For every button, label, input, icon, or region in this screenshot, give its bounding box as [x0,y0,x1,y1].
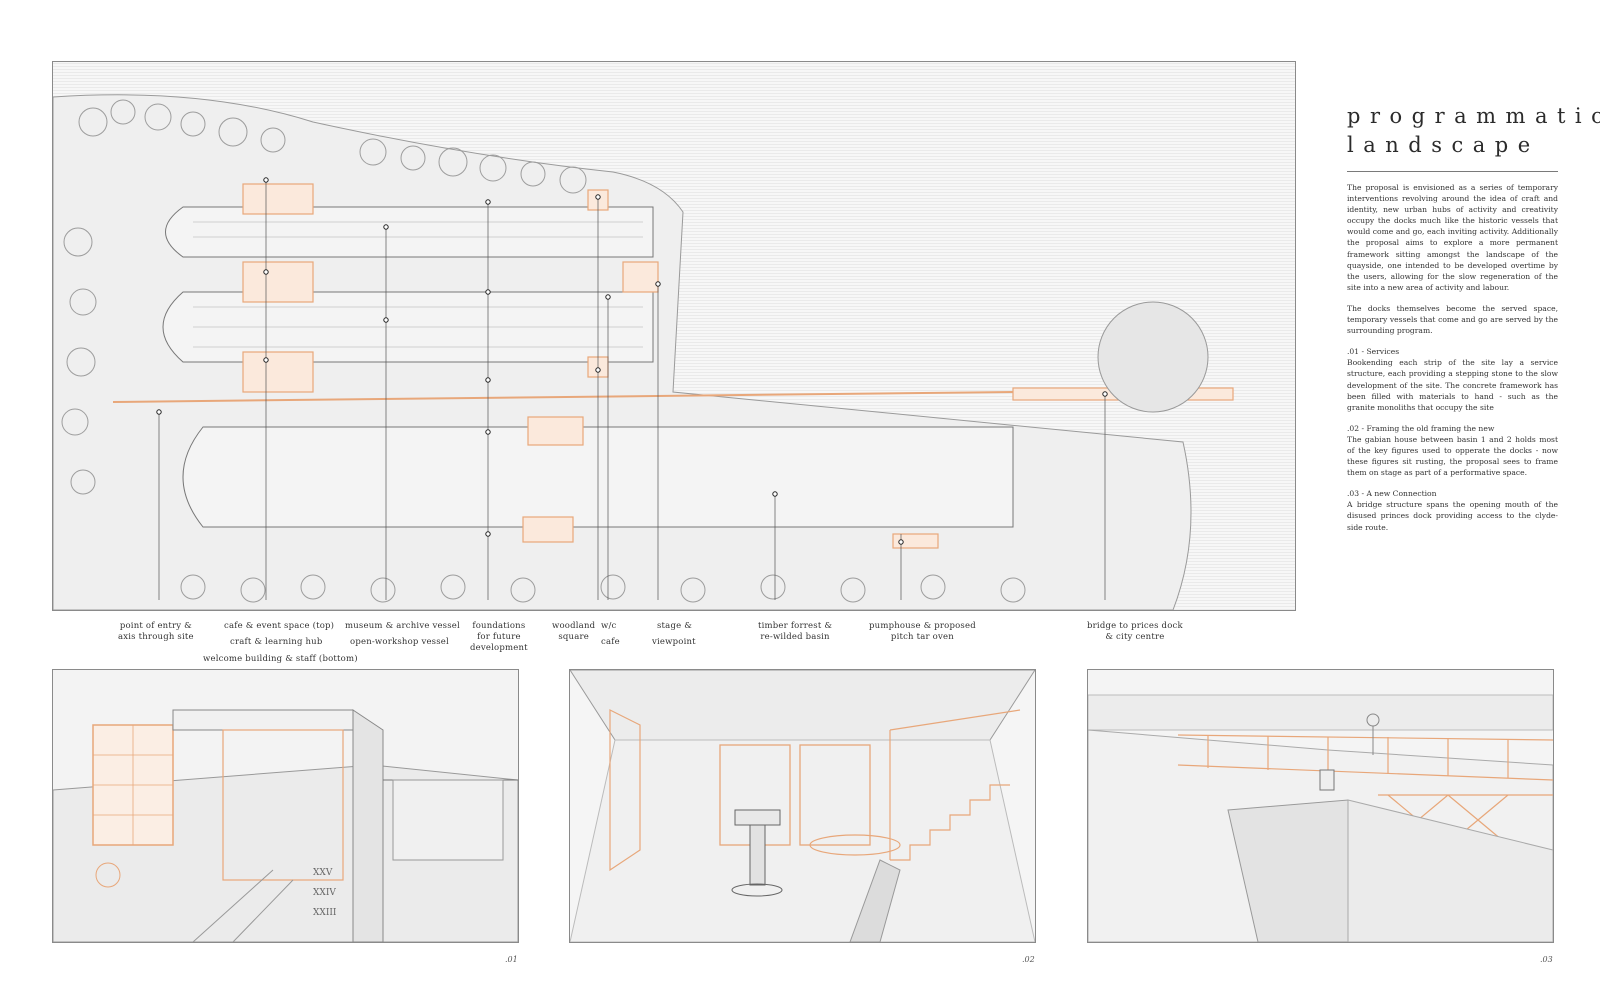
view-01-drawing: XXV XXIV XXIII [53,670,518,942]
label-point-of-entry: point of entry &axis through site [118,621,194,642]
section-heading: .03 - A new Connection [1347,489,1437,499]
quay-wall [1227,799,1349,942]
label-viewpoint: viewpoint [652,637,696,647]
view-03-drawing [1088,670,1553,942]
section-connection: .03 - A new Connection A bridge structur… [1347,488,1558,532]
title-line-1: programmatic [1347,104,1600,128]
view-number-02: .02 [1022,955,1035,964]
label-wc: w/c [601,621,617,631]
capstan [734,809,781,826]
label-stage: stage & [657,621,692,631]
title-rule [1347,171,1558,172]
section-body: A bridge structure spans the opening mou… [1347,500,1558,532]
view-01: XXV XXIV XXIII [52,669,519,943]
section-body: Bookending each strip of the site lay a … [1347,358,1558,412]
view-02-drawing [570,670,1035,942]
engraving-xxv: XXV [313,868,333,878]
label-timber-forrest: timber forrest &re-wilded basin [758,621,833,642]
view-number-03: .03 [1540,955,1553,964]
section-services: .01 - Services Bookending each strip of … [1347,346,1558,413]
label-welcome-building: welcome building & staff (bottom) [203,654,358,664]
label-museum-archive: museum & archive vessel [345,621,460,631]
view-02 [569,669,1036,943]
title-line-2: landscape [1347,133,1540,157]
site-plan [52,61,1296,611]
section-heading: .02 - Framing the old framing the new [1347,423,1495,433]
section-body: The gabian house between basin 1 and 2 h… [1347,434,1558,478]
description-served: The docks themselves become the served s… [1347,303,1558,336]
dock-hatching [193,221,643,348]
site-plan-drawing [53,94,1234,610]
view-03 [1087,669,1554,943]
label-cafe: cafe [601,637,620,647]
leader-dots [156,177,1108,545]
engraving-xxiii: XXIII [313,908,337,918]
label-open-workshop: open-workshop vessel [350,637,449,647]
section-framing: .02 - Framing the old framing the new Th… [1347,423,1558,478]
princes-dock-edge [1097,301,1209,413]
view-number-01: .01 [505,955,518,964]
label-craft-learning-hub: craft & learning hub [230,637,323,647]
label-cafe-event-space: cafe & event space (top) [224,621,335,631]
label-bridge: bridge to prices dock& city centre [1087,621,1183,642]
engraving-xxiv: XXIV [313,888,336,898]
bollard [1319,769,1335,791]
figure [95,862,121,888]
description-intro: The proposal is envisioned as a series o… [1347,183,1558,292]
section-heading: .01 - Services [1347,347,1400,357]
frame-opening [799,744,871,846]
description: The proposal is envisioned as a series o… [1347,182,1558,543]
entry-axis [112,391,1014,403]
